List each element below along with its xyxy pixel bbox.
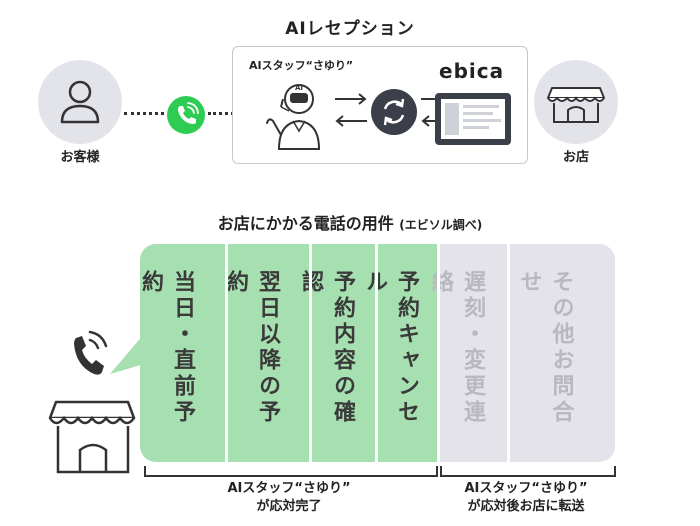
bracket-transferred: [440, 466, 616, 477]
person-icon: [60, 80, 100, 124]
category-card: 遅刻・変更連絡: [428, 244, 508, 462]
customer-circle: [38, 60, 122, 144]
bracket-handled: [144, 466, 438, 477]
category-label: 予約内容の確認: [298, 270, 355, 426]
category-label: 予約キャンセル: [362, 270, 419, 426]
ai-reception-panel: AIスタッフ“さゆり” AI ebica: [232, 46, 528, 164]
tablet-icon: [435, 93, 511, 145]
staff-name: AIスタッフ“さゆり”: [249, 59, 354, 72]
footer-handled-line2: が応対完了: [256, 499, 322, 514]
divider: [375, 244, 378, 462]
connector-left: [124, 112, 164, 115]
section-title-text: お店にかかる電話の用件: [217, 214, 394, 233]
ringing-phone-icon: [74, 330, 108, 375]
section-note: (エビソル調べ): [399, 218, 483, 232]
footer-handled-line1: AIスタッフ“さゆり”: [227, 481, 351, 496]
call-icon: [167, 96, 205, 134]
category-label: 翌日以降の予約: [223, 270, 280, 426]
section-title: お店にかかる電話の用件 (エビソル調べ): [0, 210, 700, 234]
top-title: AIレセプション: [285, 19, 415, 39]
arrows-left-icon: [335, 93, 367, 127]
footer-handled: AIスタッフ“さゆり” が応対完了: [144, 480, 434, 516]
store-label: お店: [562, 150, 589, 165]
category-label: その他お問合せ: [516, 270, 574, 426]
customer-label: お客様: [60, 150, 100, 165]
ebica-logo: ebica: [439, 59, 505, 83]
sync-icon: [371, 89, 417, 135]
store-circle: [534, 60, 618, 144]
store-icon: [547, 87, 605, 123]
footer-transferred-line2: が応対後お店に転送: [467, 499, 585, 514]
category-card: 予約内容の確認: [298, 244, 376, 462]
divider: [437, 244, 440, 462]
categories-panel: 当日・直前予約 翌日以降の予約 予約内容の確認 予約キャンセル 遅刻・変更連絡 …: [140, 244, 615, 462]
store-small-icon: [48, 400, 136, 474]
category-card: 翌日以降の予約: [223, 244, 310, 462]
robot-badge: AI: [295, 84, 303, 92]
footer-transferred-line1: AIスタッフ“さゆり”: [464, 481, 588, 496]
category-card: 当日・直前予約: [140, 244, 226, 462]
speech-tail: [110, 334, 144, 374]
category-card: 予約キャンセル: [362, 244, 438, 462]
robot-staff-icon: AI: [266, 84, 321, 150]
category-label: 当日・直前予約: [140, 270, 195, 426]
footer-transferred: AIスタッフ“さゆり” が応対後お店に転送: [436, 480, 616, 516]
divider: [225, 244, 228, 462]
category-card: その他お問合せ: [508, 244, 615, 462]
divider: [507, 244, 510, 462]
category-label: 遅刻・変更連絡: [428, 270, 485, 426]
divider: [309, 244, 312, 462]
connector-right: [208, 112, 234, 115]
